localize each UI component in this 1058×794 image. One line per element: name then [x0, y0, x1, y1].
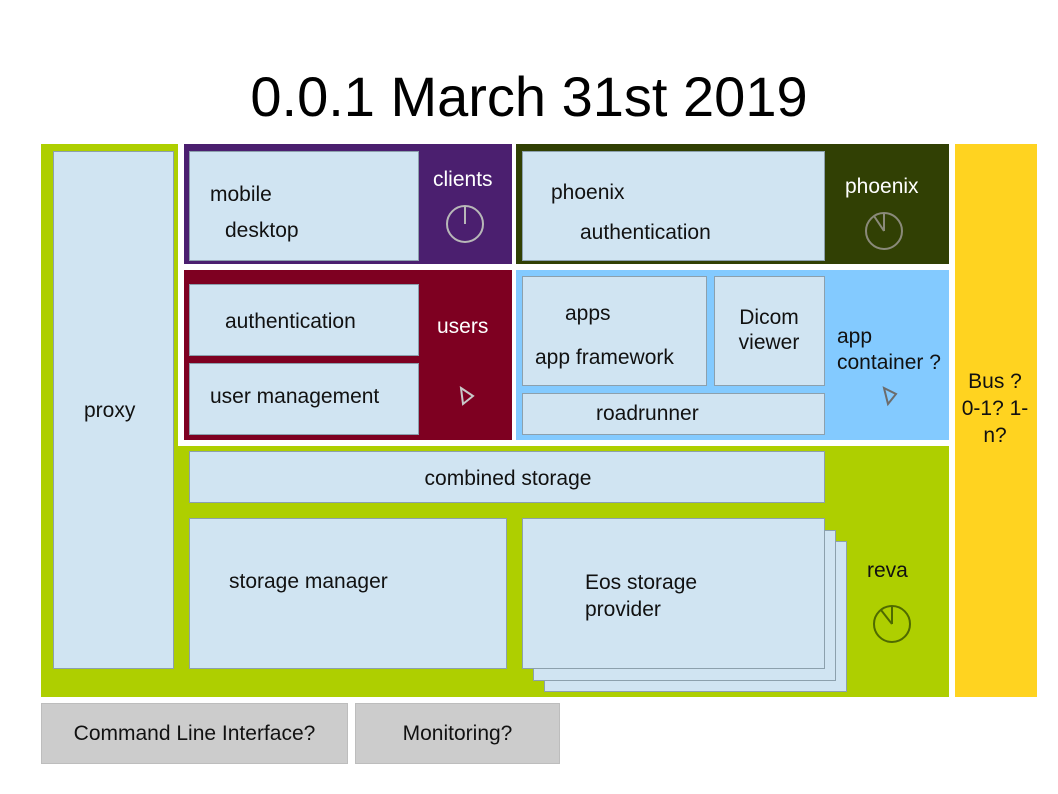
phoenix-region: phoenix authentication phoenix	[516, 144, 949, 264]
roadrunner-label: roadrunner	[596, 402, 699, 425]
clock-icon	[873, 605, 911, 643]
pie-slice-icon	[459, 385, 475, 406]
roadrunner-box: roadrunner	[522, 393, 825, 435]
reva-region: combined storage storage manager Eos sto…	[178, 446, 949, 697]
combined-storage-box: combined storage	[189, 451, 825, 503]
app-framework-label: app framework	[535, 346, 674, 369]
app-container-label: app container ?	[837, 325, 941, 374]
apps-label: apps	[565, 302, 611, 325]
authentication-box: authentication	[189, 284, 419, 356]
eos-provider-label: Eos storage provider	[585, 571, 698, 621]
clock-icon	[865, 212, 903, 250]
users-authentication-label: authentication	[225, 310, 356, 333]
phoenix-box: phoenix authentication	[522, 151, 825, 261]
app-container-region: apps app framework Dicom viewer roadrunn…	[516, 270, 949, 440]
bus-label: Bus ? 0-1? 1-n?	[961, 370, 1029, 447]
combined-storage-label: combined storage	[424, 467, 592, 490]
page-title: 0.0.1 March 31st 2019	[250, 65, 808, 128]
pie-slice-icon	[882, 386, 898, 407]
proxy-box: proxy	[53, 151, 174, 669]
user-management-label: user management	[210, 385, 380, 408]
user-management-box: user management	[189, 363, 419, 435]
clock-icon	[446, 205, 484, 243]
bus-region: Bus ? 0-1? 1-n?	[955, 144, 1037, 697]
monitoring-box: Monitoring?	[355, 703, 560, 764]
mobile-label: mobile	[210, 183, 272, 206]
phoenix-item-label: phoenix	[551, 181, 625, 204]
dicom-viewer-label: Dicom viewer	[738, 306, 800, 355]
phoenix-label: phoenix	[845, 175, 919, 198]
apps-box: apps app framework	[522, 276, 707, 386]
clients-label: clients	[433, 168, 493, 191]
users-label: users	[437, 315, 489, 338]
dicom-viewer-box: Dicom viewer	[714, 276, 825, 386]
authentication-label: authentication	[580, 221, 711, 244]
eos-provider-box: Eos storage provider	[522, 518, 825, 669]
storage-manager-box: storage manager	[189, 518, 507, 669]
cli-box: Command Line Interface?	[41, 703, 348, 764]
proxy-label: proxy	[84, 399, 136, 422]
clients-region: mobile desktop clients	[184, 144, 512, 264]
users-region: authentication user management users	[184, 270, 512, 440]
desktop-label: desktop	[225, 219, 299, 242]
reva-label: reva	[867, 559, 908, 582]
storage-manager-label: storage manager	[229, 570, 388, 593]
clients-box: mobile desktop	[189, 151, 419, 261]
